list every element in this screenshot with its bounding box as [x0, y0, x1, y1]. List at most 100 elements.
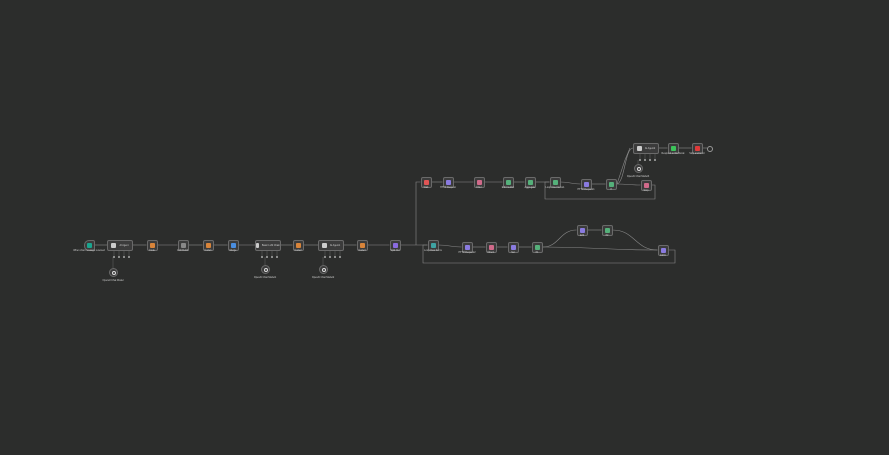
node-edit[interactable]: Edit: [576, 224, 588, 237]
node-label: When chat message received: [73, 248, 105, 252]
if-icon: [604, 227, 610, 233]
node-code3[interactable]: Code3: [356, 239, 368, 252]
sub-node-port[interactable]: [334, 256, 336, 258]
node-stop-and-error[interactable]: Stop and Error: [689, 142, 705, 155]
node-filter[interactable]: Filter: [473, 176, 485, 189]
node-when-chat-message-received[interactable]: When chat message received: [73, 239, 105, 252]
sub-node-port[interactable]: [649, 159, 651, 161]
connection[interactable]: [544, 181, 656, 200]
node-wait[interactable]: Wait: [420, 176, 432, 189]
connection[interactable]: [560, 181, 581, 185]
globe-icon: [445, 179, 451, 185]
node-label: If2: [605, 233, 609, 237]
sub-node-port[interactable]: [128, 256, 130, 258]
sub-node-port[interactable]: [266, 256, 268, 258]
connection[interactable]: [542, 229, 577, 248]
node-stop[interactable]: Stop: [640, 179, 652, 192]
node-label: Filter1: [487, 250, 495, 254]
node-ai-agent[interactable]: AI Agent: [107, 239, 133, 251]
node-filter1[interactable]: Filter1: [485, 241, 497, 254]
sub-node-port[interactable]: [329, 256, 331, 258]
sub-node-port[interactable]: [654, 159, 656, 161]
node-aggregate[interactable]: Aggregate: [524, 176, 536, 189]
node-ai-agent2[interactable]: AI Agent2: [633, 142, 659, 154]
loop-icon: [552, 179, 558, 185]
node-http-request[interactable]: HTTP Request: [440, 176, 456, 189]
sub-node-label: OpenAI Chat Model: [102, 278, 124, 282]
node-code1[interactable]: Code1: [202, 239, 214, 252]
node-merge[interactable]: Merge: [227, 239, 239, 252]
globe-icon: [464, 244, 470, 250]
node-label: HTTP Request: [440, 185, 456, 189]
sub-node-port[interactable]: [113, 256, 115, 258]
code-icon: [149, 242, 155, 248]
robot-icon: [636, 145, 642, 151]
node-code[interactable]: Code: [146, 239, 158, 252]
filter-icon: [488, 244, 494, 250]
sub-node-openai-chat-model[interactable]: OpenAI Chat Model: [103, 267, 124, 282]
node-label: AI Agent: [119, 243, 129, 247]
node-edit-fields1[interactable]: Edit Fields1: [502, 176, 514, 189]
connection[interactable]: [616, 183, 641, 186]
pause-icon: [423, 179, 429, 185]
node-split-out[interactable]: Split Out: [389, 239, 401, 252]
sub-node-port[interactable]: [324, 256, 326, 258]
sub-node-openai-chat-model2[interactable]: OpenAI Chat Model2: [312, 264, 334, 279]
node-label: Code1: [204, 248, 212, 252]
code-icon: [205, 242, 211, 248]
node-loop-over-items1[interactable]: Loop Over Items1: [545, 176, 565, 189]
node-edit-fields[interactable]: Edit Fields: [177, 239, 189, 252]
node-label: Stop: [643, 188, 649, 192]
sub-node-openai-chat-model1[interactable]: OpenAI Chat Model1: [254, 264, 276, 279]
sub-node-openai-chat-model3[interactable]: OpenAI Chat Model3: [627, 163, 649, 178]
sub-node-port[interactable]: [644, 159, 646, 161]
node-code2[interactable]: Code2: [292, 239, 304, 252]
node-label: Code: [149, 248, 155, 252]
node-label: If: [610, 187, 612, 191]
node-basic-llm-chain[interactable]: Basic LLM Chain: [255, 239, 281, 251]
node-loop-over-items[interactable]: Loop Over Items: [424, 239, 442, 252]
sub-node-port[interactable]: [261, 256, 263, 258]
robot-icon: [111, 242, 117, 248]
sub-node-port[interactable]: [271, 256, 273, 258]
node-respond-to-webhook[interactable]: Respond to Webhook: [662, 142, 684, 155]
sub-node-port[interactable]: [276, 256, 278, 258]
connection[interactable]: [542, 246, 658, 251]
connection[interactable]: [415, 181, 421, 245]
robot-icon: [256, 242, 259, 248]
node-http-request1[interactable]: HTTP Request1: [577, 178, 595, 191]
if-icon: [608, 181, 614, 187]
node-label: Merge: [229, 248, 237, 252]
node-label: Code2: [294, 248, 302, 252]
node-label: Set: [511, 250, 515, 254]
node-label: AI Agent2: [644, 146, 656, 150]
sub-node-port[interactable]: [339, 256, 341, 258]
pen-icon: [505, 179, 511, 185]
connection[interactable]: [438, 244, 462, 248]
connection[interactable]: [616, 147, 631, 185]
split-icon: [392, 242, 398, 248]
add-node-handle[interactable]: [707, 146, 713, 152]
node-label: HTTP Request1: [577, 187, 595, 191]
sub-node-port[interactable]: [639, 159, 641, 161]
node-http-request2[interactable]: HTTP Request2: [458, 241, 476, 254]
connection[interactable]: [616, 147, 634, 185]
node-label: Wait: [423, 185, 429, 189]
model-icon: [264, 268, 268, 272]
node-ai-agent1[interactable]: AI Agent1: [318, 239, 344, 251]
node-label: Respond to Webhook: [661, 151, 685, 155]
sub-node-port[interactable]: [118, 256, 120, 258]
sub-node-port[interactable]: [123, 256, 125, 258]
connection[interactable]: [422, 244, 676, 264]
node-set[interactable]: Set: [507, 241, 519, 254]
connection[interactable]: [612, 229, 658, 251]
node-label: Edit Fields: [177, 248, 189, 252]
node-if[interactable]: If: [605, 178, 617, 191]
node-if1[interactable]: If1: [531, 241, 543, 254]
node-edit1[interactable]: Edit1: [657, 244, 669, 257]
node-if2[interactable]: If2: [601, 224, 613, 237]
node-label: Loop Over Items1: [545, 185, 565, 189]
node-label: Aggregate: [524, 185, 536, 189]
